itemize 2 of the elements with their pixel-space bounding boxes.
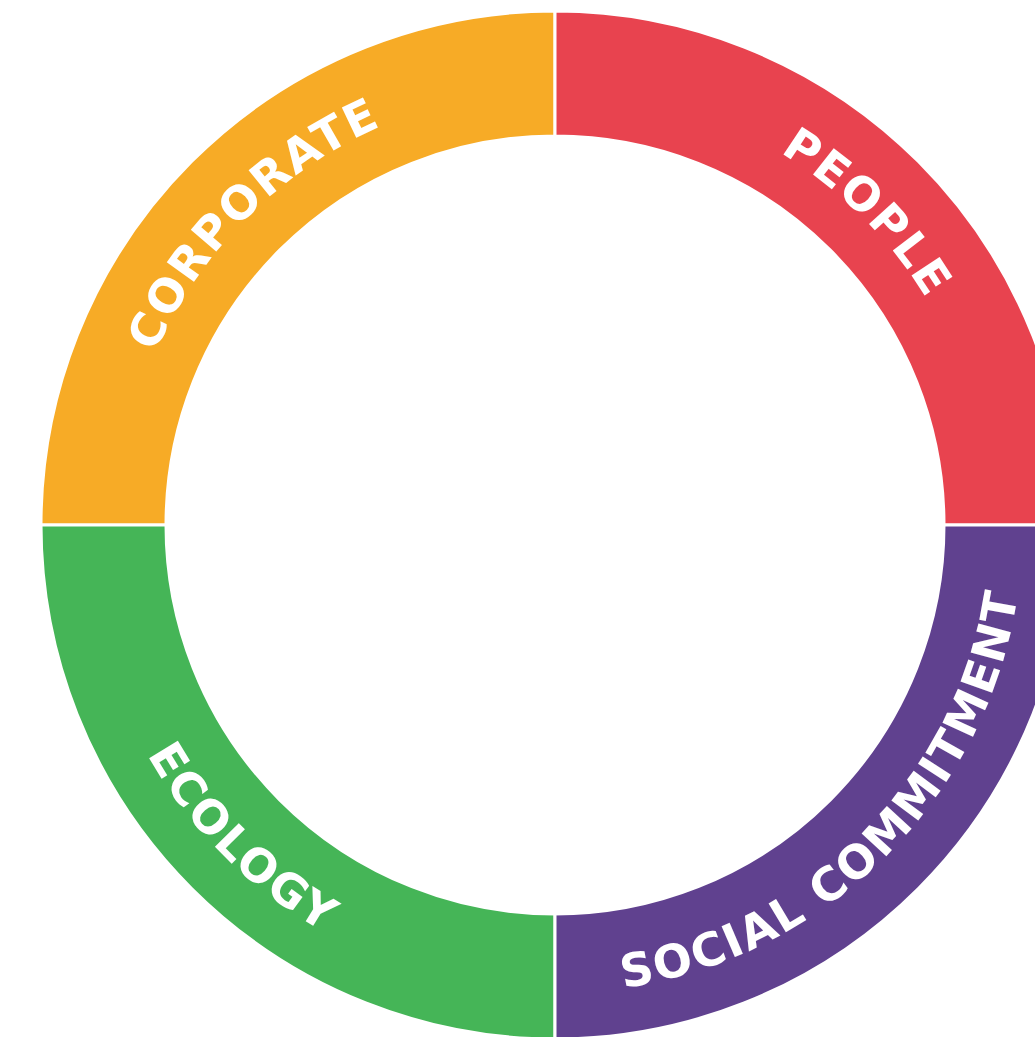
ring-segment (39, 523, 557, 1037)
ring-segment (553, 9, 1035, 527)
